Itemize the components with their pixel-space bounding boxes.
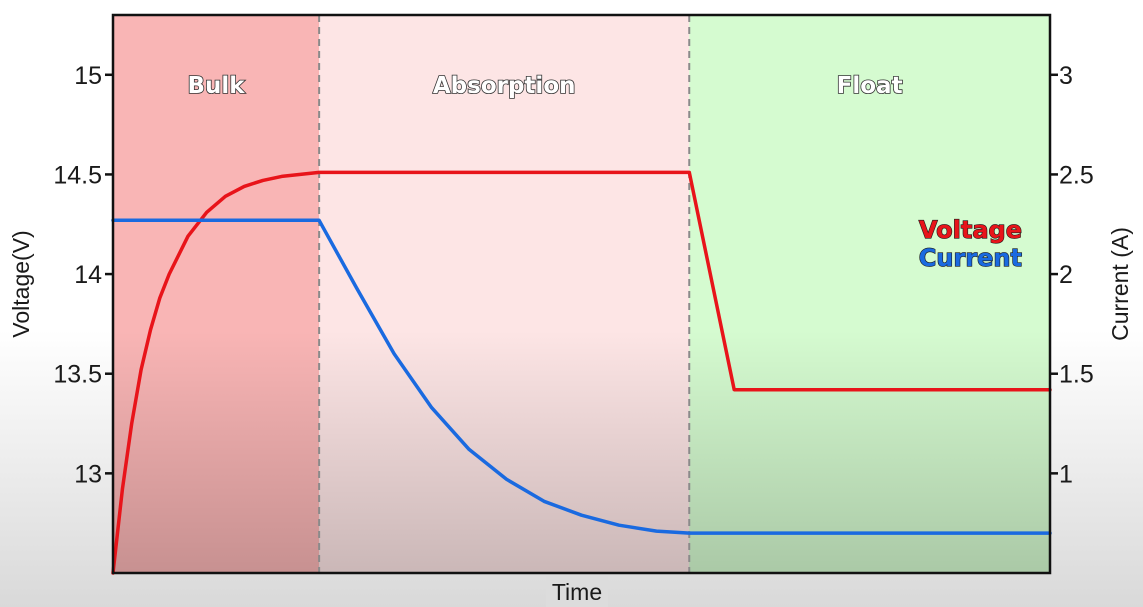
x-axis-title-bg xyxy=(546,576,608,607)
phase-dividers xyxy=(318,15,691,573)
legend-current: Current xyxy=(919,244,1022,272)
phase-label-float: Float xyxy=(837,73,903,99)
right-tick-label: 2.5 xyxy=(1059,161,1094,189)
left-tick-label: 15 xyxy=(74,62,102,90)
left-tick-label: 13.5 xyxy=(53,361,102,389)
right-tick-label: 3 xyxy=(1059,62,1073,90)
right-axis: 1 1.5 2 2.5 3 xyxy=(1050,62,1094,488)
left-tick-label: 13 xyxy=(74,460,102,488)
legend-voltage: Voltage xyxy=(919,216,1022,244)
phase-labels: Bulk Absorption Float xyxy=(187,72,904,100)
right-tick-label: 1 xyxy=(1059,460,1073,488)
phase-label-bulk: Bulk xyxy=(188,73,246,99)
y-axis-left-title: Voltage(V) xyxy=(8,230,34,337)
series-line-voltage xyxy=(111,170,1052,575)
left-tick-label: 14.5 xyxy=(53,161,102,189)
right-tick-label: 2 xyxy=(1059,261,1073,289)
phase-label-absorption: Absorption xyxy=(433,73,576,99)
bottom-shading xyxy=(113,330,1050,573)
left-axis: 13 13.5 14 14.5 15 xyxy=(53,62,113,488)
x-axis-title: Time xyxy=(552,579,602,605)
plot-frame xyxy=(111,13,1052,575)
right-tick-label: 1.5 xyxy=(1059,361,1094,389)
series-line-current xyxy=(111,218,1052,535)
y-axis-right-title: Current (A) xyxy=(1107,227,1133,341)
legend: Voltage Current xyxy=(918,215,1022,272)
shade-overlay xyxy=(113,330,1050,573)
left-tick-label: 14 xyxy=(74,261,102,289)
series-lines xyxy=(111,170,1052,575)
